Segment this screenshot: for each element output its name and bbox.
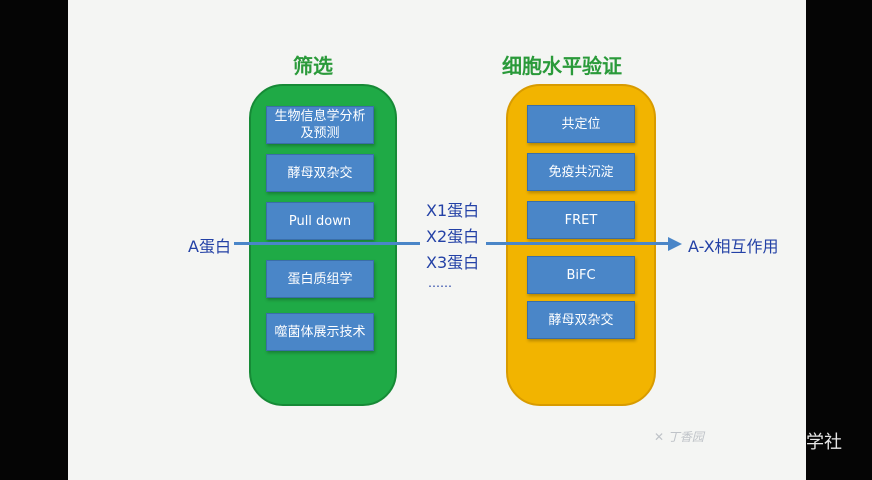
screening-panel: 生物信息学分析 及预测 酵母双杂交 Pull down 蛋白质组学 噬菌体展示技… xyxy=(249,84,397,406)
screening-item-proteomics: 蛋白质组学 xyxy=(266,260,374,298)
validation-item-colocalization: 共定位 xyxy=(527,105,635,143)
arrow-input-line xyxy=(234,242,420,245)
watermark-suffix: 学社 xyxy=(806,432,842,453)
candidate-x3: X3蛋白 xyxy=(426,253,480,272)
screening-title: 筛选 xyxy=(293,54,333,78)
candidate-x1: X1蛋白 xyxy=(426,201,480,220)
validation-item-bifc: BiFC xyxy=(527,256,635,294)
validation-title: 细胞水平验证 xyxy=(502,54,622,78)
validation-item-fret: FRET xyxy=(527,201,635,239)
output-interaction-label: A-X相互作用 xyxy=(688,237,779,256)
screening-item-phage-display: 噬菌体展示技术 xyxy=(266,313,374,351)
arrow-output-line xyxy=(486,242,670,245)
candidate-x2: X2蛋白 xyxy=(426,227,480,246)
slide: 筛选 细胞水平验证 生物信息学分析 及预测 酵母双杂交 Pull down 蛋白… xyxy=(68,0,806,480)
input-protein-label: A蛋白 xyxy=(188,237,231,256)
screening-item-pull-down: Pull down xyxy=(266,202,374,240)
validation-panel: 共定位 免疫共沉淀 FRET BiFC 酵母双杂交 xyxy=(506,84,656,406)
screening-item-yeast-two-hybrid: 酵母双杂交 xyxy=(266,154,374,192)
candidate-ellipsis: …… xyxy=(428,276,452,290)
watermark-logo-icon: ✕ xyxy=(654,430,665,444)
validation-item-co-ip: 免疫共沉淀 xyxy=(527,153,635,191)
screening-item-bioinformatics: 生物信息学分析 及预测 xyxy=(266,106,374,144)
arrow-head-icon xyxy=(668,237,682,251)
watermark-logo: ✕ 丁香园 xyxy=(654,428,704,445)
watermark-logo-text: 丁香园 xyxy=(667,430,704,444)
validation-item-yeast-two-hybrid: 酵母双杂交 xyxy=(527,301,635,339)
